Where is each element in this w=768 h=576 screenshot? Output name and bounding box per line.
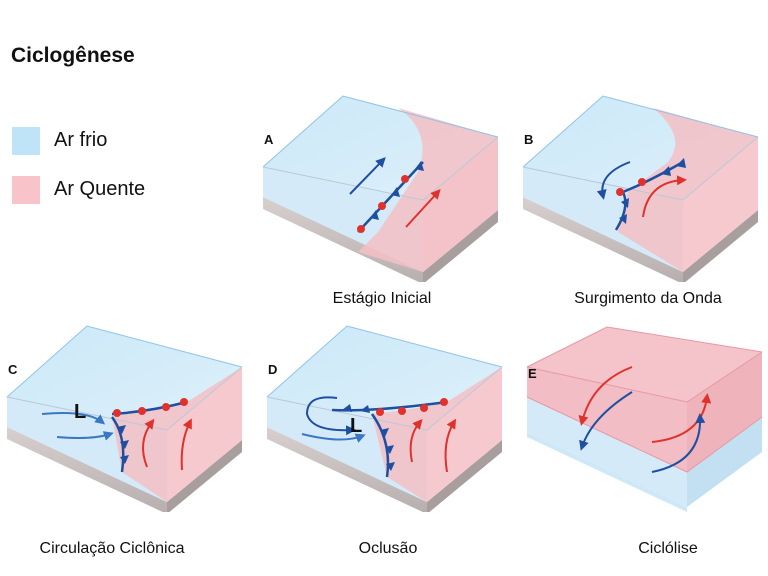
panel-d-caption: Oclusão	[358, 540, 418, 557]
panel-d: L	[262, 322, 512, 512]
panel-a-caption: Estágio Inicial	[332, 290, 432, 307]
panel-d-diagram: L	[266, 325, 503, 512]
legend-label-warm: Ar Quente	[54, 178, 146, 200]
page-title: Ciclogênese	[11, 44, 135, 67]
panel-b-diagram	[522, 95, 759, 282]
panel-c-caption: Circulação Ciclônica	[39, 540, 185, 557]
panel-b-letter: B	[524, 132, 534, 147]
panel-c-diagram: L	[6, 325, 243, 512]
panel-c: L	[2, 322, 252, 512]
panel-e	[522, 322, 768, 512]
legend-swatch-warm	[12, 176, 40, 204]
panel-e-letter: E	[528, 366, 537, 381]
panel-a-diagram	[262, 95, 499, 282]
panel-d-low-label: L	[350, 415, 362, 437]
panel-c-low-label: L	[74, 401, 86, 423]
panel-b	[518, 92, 768, 282]
panel-b-caption: Surgimento da Onda	[574, 290, 722, 307]
panel-e-caption: Ciclólise	[638, 540, 698, 557]
panel-e-diagram	[526, 326, 763, 512]
legend-label-cold: Ar frio	[54, 129, 108, 151]
panel-d-letter: D	[268, 362, 278, 377]
panel-c-letter: C	[8, 362, 18, 377]
panel-a-letter: A	[264, 132, 274, 147]
legend-swatch-cold	[12, 127, 40, 155]
panel-a	[258, 92, 508, 282]
